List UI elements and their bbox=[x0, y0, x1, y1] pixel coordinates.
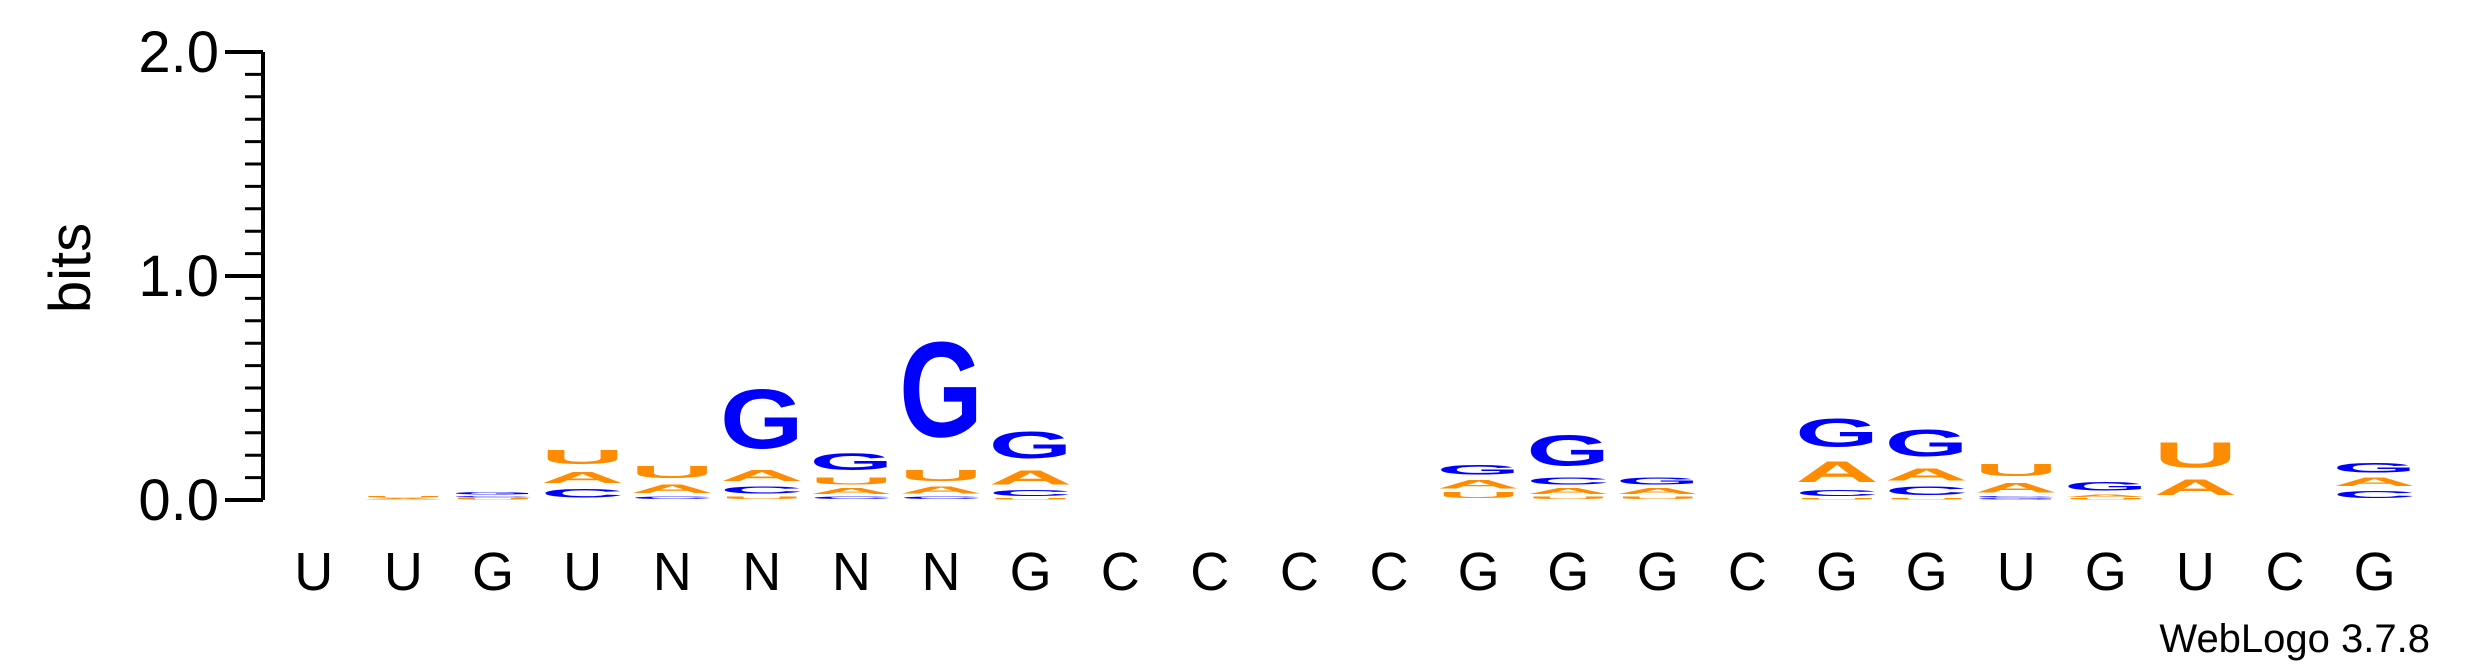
x-tick-label: C bbox=[2266, 542, 2305, 602]
logo-letter-a: A bbox=[1616, 487, 1700, 496]
x-tick-label: C bbox=[1370, 542, 1409, 602]
logo-letter-c: C bbox=[810, 496, 894, 500]
x-tick-label: C bbox=[1280, 542, 1319, 602]
logo-letter-g: G bbox=[1974, 498, 2058, 500]
logo-letter-u: U bbox=[989, 498, 1073, 500]
logo-letter-c: C bbox=[989, 489, 1073, 498]
logo-letter-a: A bbox=[2154, 475, 2238, 500]
logo-letter-g: G bbox=[1526, 427, 1610, 476]
logo-letter-u: U bbox=[541, 446, 625, 468]
logo-letter-c: C bbox=[720, 484, 804, 495]
logo-letter-g: G bbox=[1795, 411, 1879, 455]
logo-letter-g: G bbox=[1437, 462, 1521, 478]
logo-letter-g: G bbox=[899, 313, 983, 465]
y-axis-label: bits bbox=[38, 223, 103, 313]
logo-letter-a: A bbox=[1526, 487, 1610, 496]
logo-letter-a: A bbox=[1795, 455, 1879, 489]
x-tick-label: N bbox=[922, 542, 961, 602]
logo-letter-u: U bbox=[2154, 435, 2238, 475]
x-tick-label: G bbox=[1637, 542, 1679, 602]
logo-letter-a: A bbox=[720, 466, 804, 484]
logo-letter-u: U bbox=[1437, 491, 1521, 500]
x-tick-label: U bbox=[563, 542, 602, 602]
logo-letter-g: G bbox=[2064, 480, 2148, 493]
x-tick-label: N bbox=[653, 542, 692, 602]
logo-letter-u: U bbox=[1974, 460, 2058, 480]
logo-letter-u: U bbox=[810, 475, 894, 486]
x-tick-label: G bbox=[2354, 542, 2396, 602]
x-tick-label: C bbox=[1101, 542, 1140, 602]
logo-letter-u: U bbox=[1885, 498, 1969, 500]
logo-letter-g: G bbox=[810, 449, 894, 476]
y-tick-label: 0.0 bbox=[138, 468, 219, 533]
x-tick-label: U bbox=[384, 542, 423, 602]
logo-letter-u: U bbox=[1526, 496, 1610, 500]
weblogo-credit: WebLogo 3.7.8 bbox=[2159, 617, 2430, 661]
logo-letter-g: G bbox=[989, 424, 1073, 466]
logo-letter-a: A bbox=[2333, 476, 2417, 489]
logo-letter-u: U bbox=[1616, 496, 1700, 500]
logo-letter-u: U bbox=[2064, 498, 2148, 500]
logo-letter-a: A bbox=[1437, 478, 1521, 491]
logo-letter-c: C bbox=[1795, 489, 1879, 498]
logo-letter-a: A bbox=[2064, 493, 2148, 497]
logo-letter-g: G bbox=[1616, 475, 1700, 486]
logo-letter-g: G bbox=[451, 491, 535, 495]
logo-letter-a: A bbox=[1974, 480, 2058, 496]
logo-letter-c: C bbox=[541, 487, 625, 500]
logo-letter-a: A bbox=[989, 466, 1073, 488]
y-tick-label: 1.0 bbox=[138, 244, 219, 309]
x-tick-label: C bbox=[1728, 542, 1767, 602]
logo-letter-a: A bbox=[810, 487, 894, 496]
logo-letter-u: U bbox=[1795, 498, 1879, 500]
logo-letter-a: A bbox=[630, 482, 714, 495]
logo-letter-a: A bbox=[541, 469, 625, 487]
logo-letter-c: C bbox=[899, 496, 983, 500]
x-tick-label: U bbox=[294, 542, 333, 602]
logo-letter-c: C bbox=[2333, 489, 2417, 500]
x-tick-label: G bbox=[1906, 542, 1948, 602]
x-tick-label: U bbox=[1997, 542, 2036, 602]
logo-letter-g: G bbox=[2333, 460, 2417, 476]
logo-letter-c: C bbox=[1974, 496, 2058, 498]
logo-letter-c: C bbox=[451, 496, 535, 498]
logo-letter-u: U bbox=[899, 466, 983, 484]
logo-letter-c: C bbox=[1885, 484, 1969, 497]
logo-letter-c: C bbox=[1526, 475, 1610, 486]
logo-letter-a: A bbox=[899, 484, 983, 495]
logo-letter-g: G bbox=[720, 373, 804, 466]
logo-letter-u: U bbox=[451, 498, 535, 500]
y-tick-label: 2.0 bbox=[138, 20, 219, 85]
x-tick-label: N bbox=[742, 542, 781, 602]
logo-letter-u: U bbox=[720, 496, 804, 500]
logo-letter-u: U bbox=[630, 462, 714, 482]
logo-letter-a: A bbox=[362, 498, 446, 500]
logo-letter-a: A bbox=[1885, 464, 1969, 484]
x-tick-label: C bbox=[1190, 542, 1229, 602]
x-tick-label: N bbox=[832, 542, 871, 602]
x-tick-label: G bbox=[1816, 542, 1858, 602]
x-tick-label: G bbox=[1547, 542, 1589, 602]
x-tick-label: U bbox=[2176, 542, 2215, 602]
x-tick-label: G bbox=[1458, 542, 1500, 602]
logo-letter-c: C bbox=[630, 496, 714, 500]
logo-letter-g: G bbox=[1885, 422, 1969, 464]
x-tick-label: G bbox=[2085, 542, 2127, 602]
x-tick-label: G bbox=[472, 542, 514, 602]
x-tick-label: G bbox=[1010, 542, 1052, 602]
y-axis: 0.0 1.0 2.0 bbox=[138, 20, 265, 533]
logo-letter-u: U bbox=[362, 496, 446, 498]
